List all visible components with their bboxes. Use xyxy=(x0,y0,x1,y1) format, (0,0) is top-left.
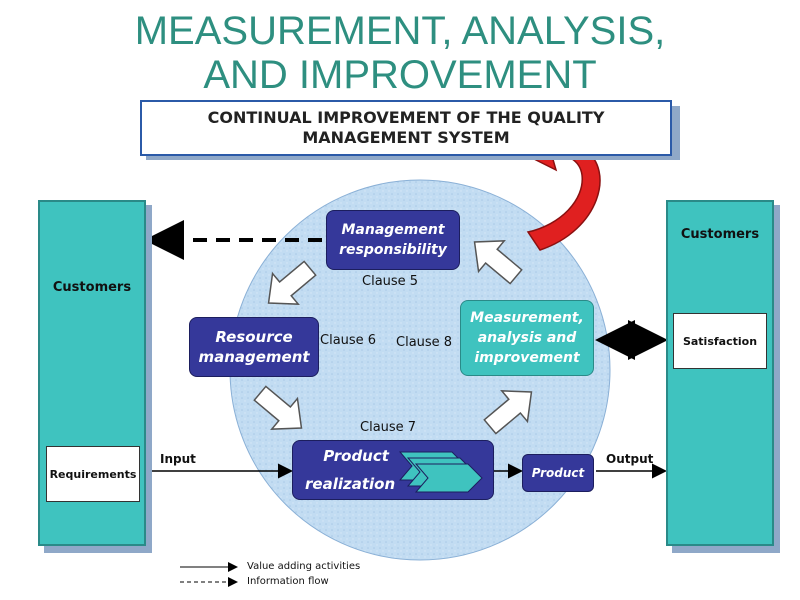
legend-dashed-text: Information flow xyxy=(247,576,329,587)
left-customers-label: Customers xyxy=(52,280,132,295)
clause-5-label: Clause 5 xyxy=(362,274,419,289)
measurement-line3: improvement xyxy=(474,350,580,366)
resource-line1: Resource xyxy=(215,328,293,346)
cycle-arrow-top-right xyxy=(473,240,523,285)
right-customers-label: Customers xyxy=(680,227,760,242)
legend-solid-text: Value adding activities xyxy=(247,561,361,572)
management-line2: responsibility xyxy=(339,242,447,258)
output-label: Output xyxy=(606,452,654,466)
banner-line2: MANAGEMENT SYSTEM xyxy=(302,128,510,147)
measurement-line2: analysis and xyxy=(477,330,577,346)
cycle-arrow-bottom-right xyxy=(483,390,533,435)
input-label: Input xyxy=(160,452,196,466)
management-responsibility-node: Management responsibility xyxy=(326,210,460,270)
page-title-line1: MEASUREMENT, ANALYSIS, xyxy=(134,9,666,53)
banner-line1: CONTINUAL IMPROVEMENT OF THE QUALITY xyxy=(207,108,605,127)
resource-line2: management xyxy=(198,348,310,366)
measurement-line1: Measurement, xyxy=(470,310,584,326)
satisfaction-box: Satisfaction xyxy=(673,313,767,369)
right-customers-panel xyxy=(666,200,774,546)
continual-improvement-banner: CONTINUAL IMPROVEMENT OF THE QUALITY MAN… xyxy=(140,100,672,156)
resource-management-node: Resource management xyxy=(189,317,319,377)
cycle-arrow-top-left xyxy=(267,260,317,305)
product-realization-line2: realization xyxy=(305,475,396,493)
page-title-line2: AND IMPROVEMENT xyxy=(203,53,597,97)
cycle-arrow-bottom-left xyxy=(253,385,303,430)
clause-7-label: Clause 7 xyxy=(360,420,417,435)
requirements-box: Requirements xyxy=(46,446,140,502)
product-node: Product xyxy=(522,454,594,492)
clause-8-label: Clause 8 xyxy=(396,335,453,350)
management-line1: Management xyxy=(341,222,445,238)
product-realization-line1: Product xyxy=(323,447,389,465)
clause-6-label: Clause 6 xyxy=(320,333,377,348)
measurement-analysis-node: Measurement, analysis and improvement xyxy=(460,300,594,376)
